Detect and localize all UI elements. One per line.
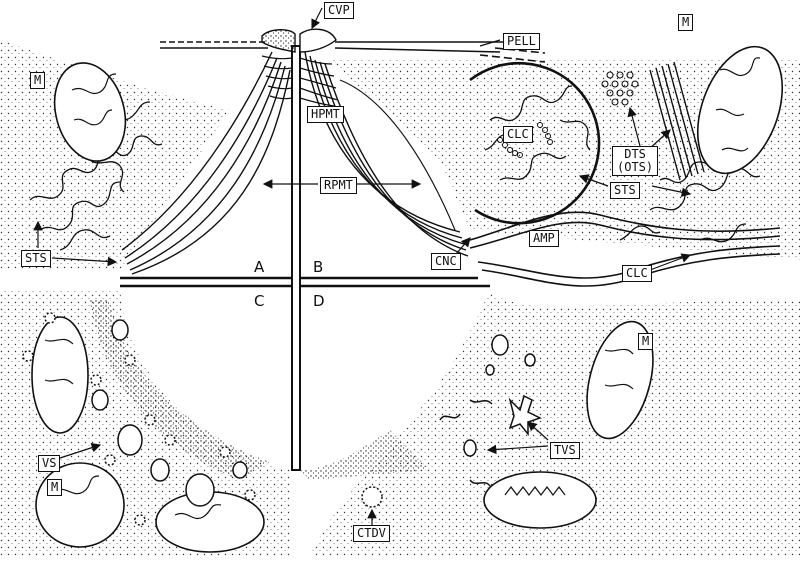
label-clc-circle: CLC	[503, 126, 533, 143]
label-m-mid-right: M	[638, 333, 654, 350]
label-ots: (OTS)	[617, 160, 654, 174]
vesicles-left	[22, 312, 256, 526]
label-hpmt: HPMT	[307, 106, 344, 123]
label-cnc: CNC	[431, 253, 461, 270]
label-rpmt: RPMT	[320, 177, 357, 194]
label-m-top-right: M	[678, 14, 694, 31]
rpmt-right	[304, 51, 469, 257]
dts-bundle	[649, 61, 705, 181]
vesicles-right	[361, 334, 542, 508]
label-pointers	[33, 7, 692, 526]
label-tvs: TVS	[550, 442, 580, 459]
quadrant-b-label: B	[313, 258, 324, 276]
label-clc-right: CLC	[622, 265, 652, 282]
label-m-bottom-left: M	[47, 479, 63, 496]
mitochondria	[31, 45, 784, 553]
quadrant-d-label: D	[313, 292, 325, 310]
label-vs: VS	[38, 455, 61, 472]
clc-circle-region	[469, 61, 601, 225]
rpmt-left	[121, 51, 291, 275]
quadrant-dividers	[120, 45, 490, 471]
label-ctdv: CTDV	[353, 525, 390, 542]
label-sts-left: STS	[21, 250, 51, 267]
quadrant-c-label: C	[254, 292, 265, 310]
label-sts-mid: STS	[610, 182, 640, 199]
label-dts: DTS	[624, 147, 646, 161]
label-dts-ots: DTS (OTS)	[612, 146, 659, 176]
pellicle	[160, 41, 546, 63]
label-amp: AMP	[529, 230, 559, 247]
label-m-top-left: M	[30, 72, 46, 89]
label-cvp: CVP	[324, 2, 354, 19]
label-pell: PELL	[503, 33, 540, 50]
quadrant-a-label: A	[254, 258, 265, 276]
dts-cross-section	[601, 71, 639, 106]
